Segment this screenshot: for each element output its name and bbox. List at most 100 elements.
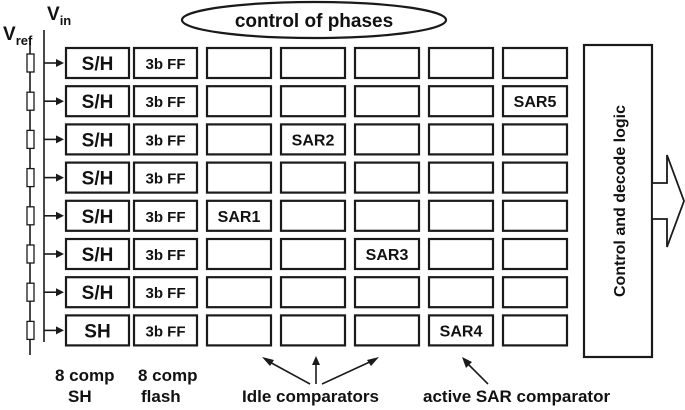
resistor-icon [26, 282, 35, 302]
comp-sh-label-line2: SH [68, 387, 92, 406]
sample-hold-label: S/H [82, 245, 114, 266]
vin-tap-arrow [44, 97, 64, 106]
comparator-box [501, 237, 569, 271]
comparator-box [427, 85, 495, 118]
resistor-icon [26, 320, 35, 341]
output-arrow-icon [651, 154, 685, 248]
comparator-box [427, 199, 495, 232]
vref-label: Vref [3, 24, 33, 48]
control-of-phases-ellipse [180, 0, 448, 40]
idle-pointer-arrows [262, 356, 379, 385]
flash-ff-box [132, 314, 199, 347]
comparator-box [427, 314, 495, 347]
comparator-box [205, 161, 273, 194]
flash-ff-label: 3b FF [146, 171, 186, 188]
comparator-box [353, 199, 421, 232]
vin-tap-arrow [44, 173, 64, 182]
sample-hold-box [64, 46, 131, 80]
comparator-box [279, 276, 347, 309]
flash-ff-label: 3b FF [146, 285, 186, 302]
comparator-box [427, 123, 495, 156]
arrowhead-icon [312, 356, 320, 365]
flash-ff-box [132, 123, 199, 156]
arrowhead-icon [56, 59, 64, 67]
vin-tap-arrow [44, 288, 64, 297]
comp-sh-label-line1: 8 comp [55, 366, 115, 385]
vin-tap-arrow [44, 59, 64, 67]
comparator-box [353, 237, 421, 271]
sample-hold-label: S/H [82, 92, 114, 113]
flash-ff-box [132, 276, 199, 309]
sample-hold-box [64, 123, 131, 156]
comparator-box [353, 161, 421, 194]
comparator-box [205, 276, 273, 309]
comparator-box [353, 85, 421, 118]
arrowhead-icon [56, 326, 64, 335]
vin-tap-arrow [44, 250, 64, 258]
comparator-box [205, 85, 273, 118]
sample-hold-label: S/H [82, 207, 114, 228]
resistor-icon [26, 244, 35, 264]
sample-hold-label: S/H [82, 169, 114, 190]
arrowhead-icon [56, 250, 64, 258]
sample-hold-box [64, 85, 131, 118]
comp-flash-label-line2: flash [141, 387, 181, 406]
comparator-box [427, 46, 495, 80]
comparator-box [501, 199, 569, 232]
flash-ff-label: 3b FF [146, 56, 186, 73]
comparator-box [279, 123, 347, 156]
comparator-box [353, 276, 421, 309]
comparator-box [205, 314, 273, 347]
comparator-box [205, 199, 273, 232]
arrowhead-icon [462, 357, 472, 368]
sar-label: SAR1 [218, 209, 261, 226]
flash-ff-box [132, 199, 199, 232]
sample-hold-box [64, 237, 131, 271]
arrowhead-icon [262, 357, 274, 366]
comparator-box [353, 123, 421, 156]
comparator-box [501, 46, 569, 80]
comparator-box [427, 237, 495, 271]
flash-ff-label: 3b FF [146, 94, 186, 111]
flash-ff-label: 3b FF [146, 323, 186, 340]
flash-ff-box [132, 161, 199, 194]
comparator-box [427, 161, 495, 194]
sample-hold-label: SH [84, 321, 110, 342]
comparator-box [279, 46, 347, 80]
control-decode-logic-block: Control and decode logic [582, 43, 654, 359]
sar-label: SAR4 [440, 323, 483, 340]
flash-ff-box [132, 46, 199, 80]
resistor-icon [26, 167, 35, 188]
flash-ff-label: 3b FF [146, 209, 186, 226]
comparator-box [205, 237, 273, 271]
sample-hold-box [64, 199, 131, 232]
arrowhead-icon [56, 97, 64, 106]
vin-tap-arrow [44, 326, 64, 335]
vin-bus [43, 30, 64, 342]
vin-tap-arrow [44, 135, 64, 144]
comparator-box [501, 276, 569, 309]
vin-label: Vin [47, 4, 71, 28]
comparator-box [205, 46, 273, 80]
control-of-phases-label: control of phases [235, 11, 393, 32]
active-pointer-arrow [462, 357, 489, 385]
comparator-box [353, 46, 421, 80]
vref-resistor-ladder [26, 38, 35, 355]
sample-hold-label: S/H [82, 283, 114, 304]
comparator-box [501, 123, 569, 156]
arrowhead-icon [56, 288, 64, 297]
active-sar-comparator-label: active SAR comparator [423, 387, 610, 406]
flash-ff-box [132, 85, 199, 118]
flash-ff-label: 3b FF [146, 132, 186, 149]
comparator-box [501, 314, 569, 347]
flash-ff-label: 3b FF [146, 247, 186, 264]
sar-label: SAR5 [514, 94, 557, 111]
sample-hold-label: S/H [82, 54, 114, 75]
flash-ff-box [132, 237, 199, 271]
sample-hold-box [64, 276, 131, 309]
comparator-box [279, 85, 347, 118]
resistor-icon [26, 206, 35, 226]
sample-hold-box [64, 314, 131, 347]
resistor-icon [26, 91, 35, 111]
